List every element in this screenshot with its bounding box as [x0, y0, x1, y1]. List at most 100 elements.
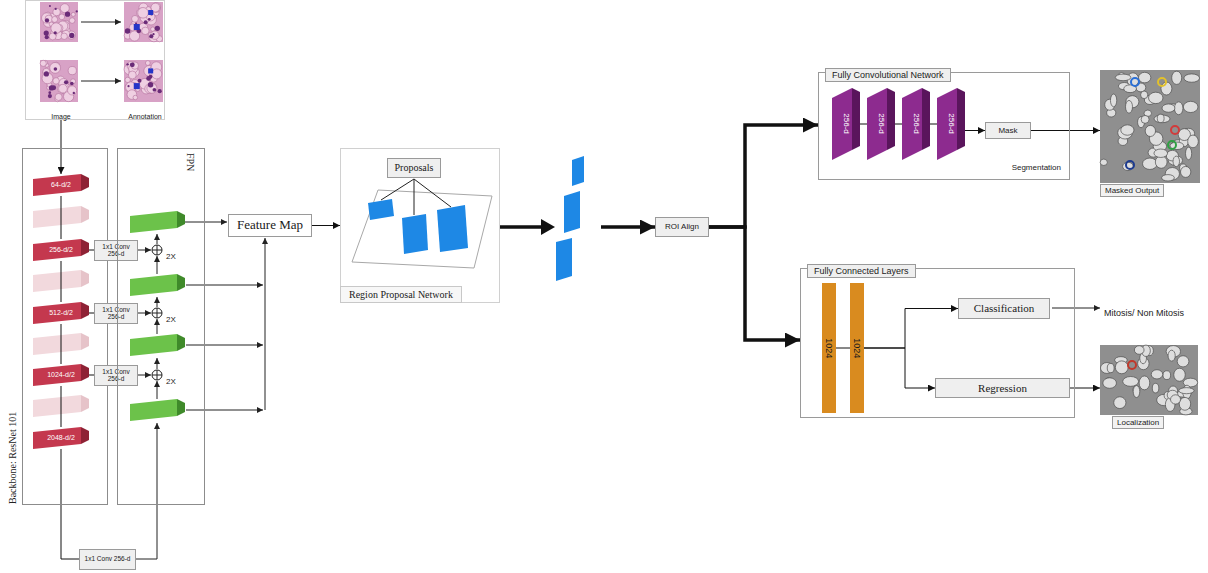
sum-symbol [157, 308, 158, 318]
nucleus [146, 76, 151, 81]
backbone-layer-face [33, 302, 81, 324]
nucleus [49, 5, 51, 7]
cell [1168, 350, 1175, 361]
cell [68, 86, 77, 95]
cell [1115, 361, 1128, 374]
wire [414, 179, 415, 215]
conv-layer-face [902, 88, 922, 160]
wire [185, 222, 227, 223]
backbone-layer-side [81, 364, 89, 381]
backbone-layer-faded [81, 206, 89, 223]
cell [71, 12, 75, 16]
connector [1031, 130, 1100, 131]
wire [157, 319, 158, 334]
nucleus [153, 88, 157, 92]
conv-layer-side [852, 88, 860, 150]
fpn-layer [177, 399, 185, 416]
text-holder: FPN [183, 153, 201, 171]
cell [1174, 102, 1182, 115]
nucleus [54, 67, 58, 71]
proposal-plane [352, 190, 492, 268]
wire [157, 234, 158, 244]
conv-box-text: 1x1 Conv 256-d [85, 555, 131, 562]
regression-box: Regression [935, 378, 1070, 398]
cell [1177, 356, 1189, 367]
conv-layer: 256-d [902, 88, 930, 160]
cell [40, 60, 46, 66]
cell [138, 7, 149, 18]
backbone-layer: 1024-d/2 [33, 364, 89, 386]
cell [1179, 397, 1190, 410]
sum-symbol [157, 245, 158, 255]
cell [128, 71, 136, 79]
cell [1162, 104, 1175, 112]
input-panel-text: Annotation [128, 113, 161, 121]
fc-layer: 1024 [822, 283, 836, 413]
sum-symbol [152, 308, 162, 318]
fc-layer-text: 1024 [824, 338, 834, 358]
connector [709, 125, 818, 227]
histology-image [40, 2, 78, 42]
wire [157, 256, 158, 274]
fc-layer-text: 1024 [852, 338, 862, 358]
cell [55, 93, 62, 100]
nucleus [55, 8, 57, 10]
cell [1151, 370, 1162, 379]
wire [120, 423, 157, 559]
nucleus [149, 34, 153, 38]
backbone-layer-text: 512-d/2 [49, 309, 73, 317]
regression-box-text: Regression [978, 382, 1027, 395]
arrow [81, 22, 121, 23]
cell [53, 8, 61, 16]
backbone-layer-faded [33, 333, 81, 355]
backbone-layer-faded [81, 270, 89, 287]
histology-image [124, 60, 163, 102]
fpn-layer [130, 334, 177, 356]
input-panel-text: Image [51, 113, 70, 121]
connector [312, 225, 340, 226]
conv-layer: 256-d [832, 88, 860, 160]
cell [1183, 101, 1198, 112]
nucleus [138, 79, 142, 83]
mask-box-text: Mask [998, 126, 1017, 135]
nucleus [69, 33, 74, 38]
sum-symbol [152, 370, 162, 380]
cell [1149, 92, 1163, 103]
micrograph [1100, 345, 1198, 415]
detection-mark [1126, 161, 1134, 169]
cell [1179, 388, 1194, 394]
text-holder: Masked Output [1100, 179, 1164, 197]
text-holder: 2X [166, 245, 176, 263]
annotation-mark [148, 68, 153, 73]
cell [132, 15, 139, 22]
backbone-panel: Backbone: ResNet 10164-d/2256-d/2512-d/2… [22, 148, 108, 505]
conv-layer-text: 256-d [841, 114, 850, 134]
conv-layer-side [887, 88, 895, 150]
cell [59, 84, 68, 93]
feature-map-box: Feature Map [228, 214, 312, 237]
proposal-box [572, 156, 584, 186]
backbone-layer: 2048-d/2 [33, 427, 89, 449]
cell [1188, 135, 1199, 148]
cell [1126, 100, 1133, 113]
wire [157, 381, 158, 399]
text-holder: Annotation [128, 105, 161, 123]
conv-box-text: 1x1 Conv 256-d [99, 368, 133, 383]
cell [1141, 91, 1148, 99]
histology-image [124, 2, 163, 42]
proposal-box [368, 199, 394, 220]
backbone-layer-faded [81, 333, 89, 350]
conv-layer-side [922, 88, 930, 150]
backbone-layer: 512-d/2 [33, 302, 89, 324]
nucleus [126, 63, 128, 65]
cell [1154, 149, 1168, 157]
rpn-panel: Region Proposal NetworkProposals [340, 148, 500, 303]
backbone-panel-text: Backbone: ResNet 101 [7, 412, 19, 504]
cell [1110, 94, 1116, 107]
conv-layer: 256-d [937, 88, 965, 160]
cell [127, 90, 137, 100]
masked-output-text: Masked Output [1100, 184, 1164, 197]
cell [68, 66, 76, 74]
micrograph [1100, 70, 1200, 183]
fpn-panel: FPN [117, 148, 205, 505]
